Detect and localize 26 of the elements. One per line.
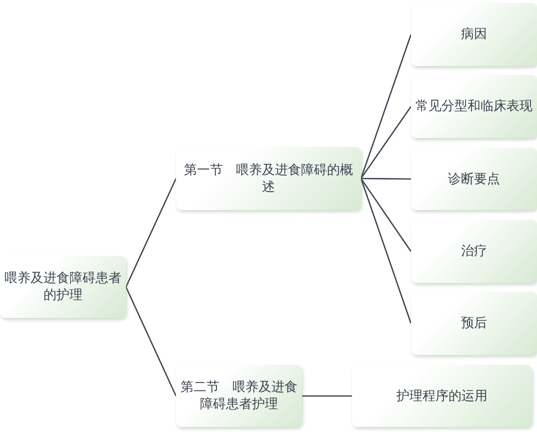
topic-box [176, 365, 302, 427]
topic-text: 病因 [461, 26, 487, 43]
connector-line [361, 178, 411, 180]
topic-text: 第二节 喂养及进食障碍患者护理 [180, 379, 298, 413]
topic-text: 诊断要点 [448, 170, 500, 188]
topic-box [411, 220, 537, 283]
topic-box [411, 3, 537, 66]
connector-line [125, 286, 177, 396]
topic-text: 预后 [461, 315, 487, 332]
connector-line [360, 34, 412, 179]
connector-line [125, 178, 177, 288]
topic-box [411, 75, 537, 138]
topic-box [411, 292, 537, 355]
topic-box [411, 148, 537, 210]
topic-box [176, 147, 361, 210]
topic-box [0, 256, 126, 318]
connector-line [302, 395, 352, 397]
topic-text: 护理程序的运用 [396, 388, 488, 404]
connector-line [360, 178, 412, 324]
topic-text: 常见分型和临床表现 [416, 98, 532, 115]
topic-text: 第一节 喂养及进食障碍的概述 [183, 162, 354, 196]
topic-text: 治疗 [461, 243, 487, 260]
topic-box [352, 365, 532, 427]
topic-text: 喂养及进食障碍患者的护理 [4, 270, 122, 304]
connector-line [360, 178, 412, 252]
connector-line [360, 106, 412, 179]
